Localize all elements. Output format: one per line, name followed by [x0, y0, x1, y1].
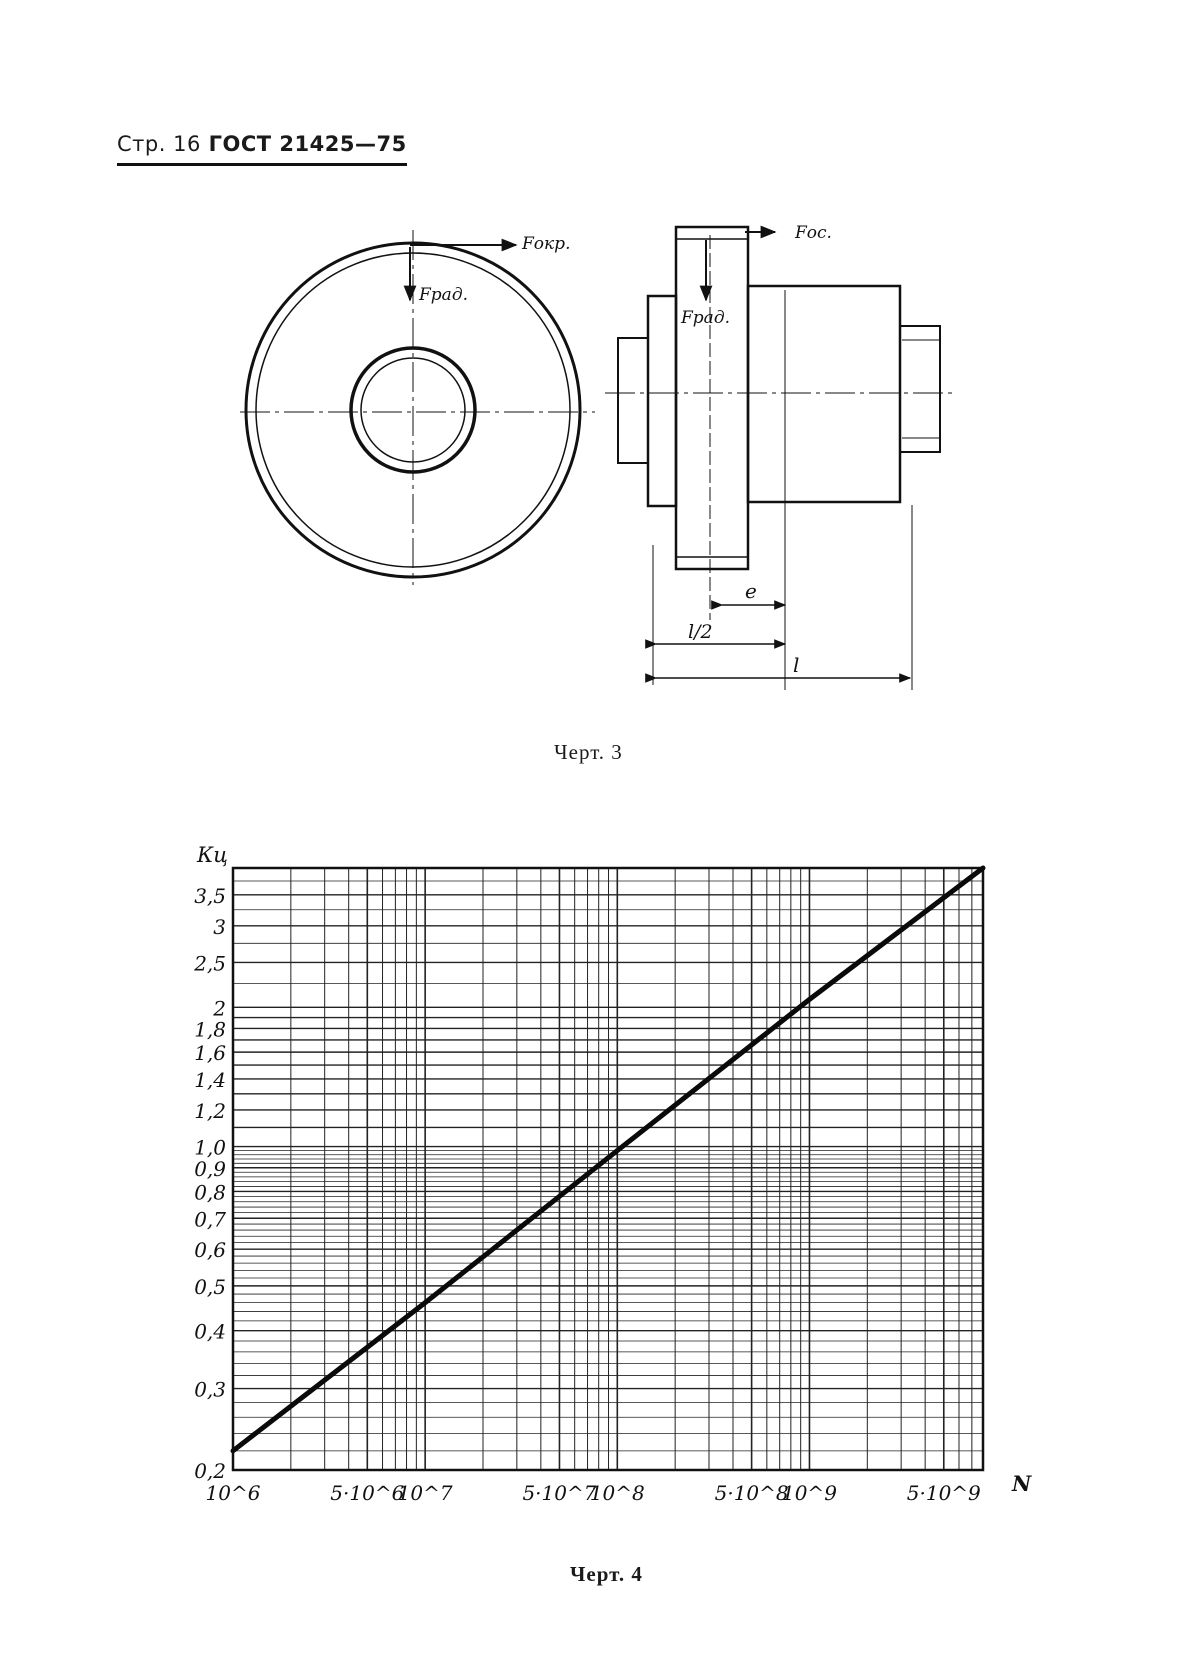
wheel-side-view: [605, 225, 955, 690]
y-tick-label: 3,5: [194, 884, 226, 908]
x-tick-label: 10^8: [590, 1481, 645, 1505]
y-tick-label: 3: [213, 915, 226, 939]
x-tick-labels: 10^6 5·10^610^7 5·10^710^8 5·10^810^9 5·10^9: [206, 1481, 982, 1505]
x-axis-label: N: [1011, 1471, 1032, 1496]
x-tick-label: 5·10^6: [330, 1481, 404, 1505]
y-tick-label: 1,2: [194, 1099, 226, 1123]
y-tick-label: 2,5: [193, 951, 226, 975]
page-header: Стр. 16 ГОСТ 21425—75: [117, 132, 407, 156]
y-tick-labels: 0,20,30,40,50,60,70,80,91,01,21,41,61,82…: [193, 884, 226, 1483]
y-tick-label: 1,4: [194, 1068, 226, 1092]
figure-4-caption: Черт. 4: [570, 1562, 643, 1586]
label-f-os: Fос.: [794, 223, 832, 243]
wheel-front-view: [240, 230, 595, 585]
x-tick-label: 10^7: [398, 1481, 453, 1505]
x-tick-label: 10^6: [206, 1481, 261, 1505]
page-number: Стр. 16: [117, 132, 201, 156]
data-line: [230, 865, 986, 1454]
y-tick-label: 0,7: [194, 1207, 226, 1231]
y-tick-label: 2: [212, 996, 226, 1020]
x-tick-label: 5·10^9: [907, 1481, 981, 1505]
label-f-rad-left: Fрад.: [418, 285, 468, 305]
figure-3-caption: Черт. 3: [554, 740, 623, 764]
x-tick-label: 5·10^8: [715, 1481, 789, 1505]
x-tick-label: 5·10^7: [522, 1481, 596, 1505]
y-tick-label: 1,8: [194, 1017, 226, 1041]
y-tick-label: 0,9: [194, 1157, 226, 1181]
label-l: l: [793, 653, 799, 677]
standard-id: ГОСТ 21425—75: [208, 132, 407, 156]
y-axis-label: Кц: [196, 843, 228, 867]
y-tick-label: 0,5: [194, 1275, 226, 1299]
header-rule: [117, 163, 407, 166]
grid-vertical: [290, 868, 984, 1470]
y-tick-label: 0,3: [194, 1378, 226, 1402]
label-f-okr: Fокр.: [521, 234, 570, 254]
y-tick-label: 0,6: [194, 1238, 226, 1262]
figure-3-drawing: Fокр. Fрад. Fос. Fрад. e l/2 l: [240, 223, 955, 690]
label-f-rad-right: Fрад.: [680, 308, 730, 328]
label-e: e: [745, 579, 757, 603]
y-tick-label: 1,6: [194, 1041, 226, 1065]
series-group: [230, 865, 986, 1454]
x-tick-label: 10^9: [782, 1481, 837, 1505]
label-l-half: l/2: [688, 621, 713, 643]
plot-frame: [231, 866, 985, 1472]
y-tick-label: 1,0: [194, 1136, 226, 1160]
y-tick-label: 0,2: [194, 1459, 226, 1483]
y-tick-label: 0,8: [194, 1180, 226, 1204]
y-tick-label: 0,4: [194, 1320, 226, 1344]
